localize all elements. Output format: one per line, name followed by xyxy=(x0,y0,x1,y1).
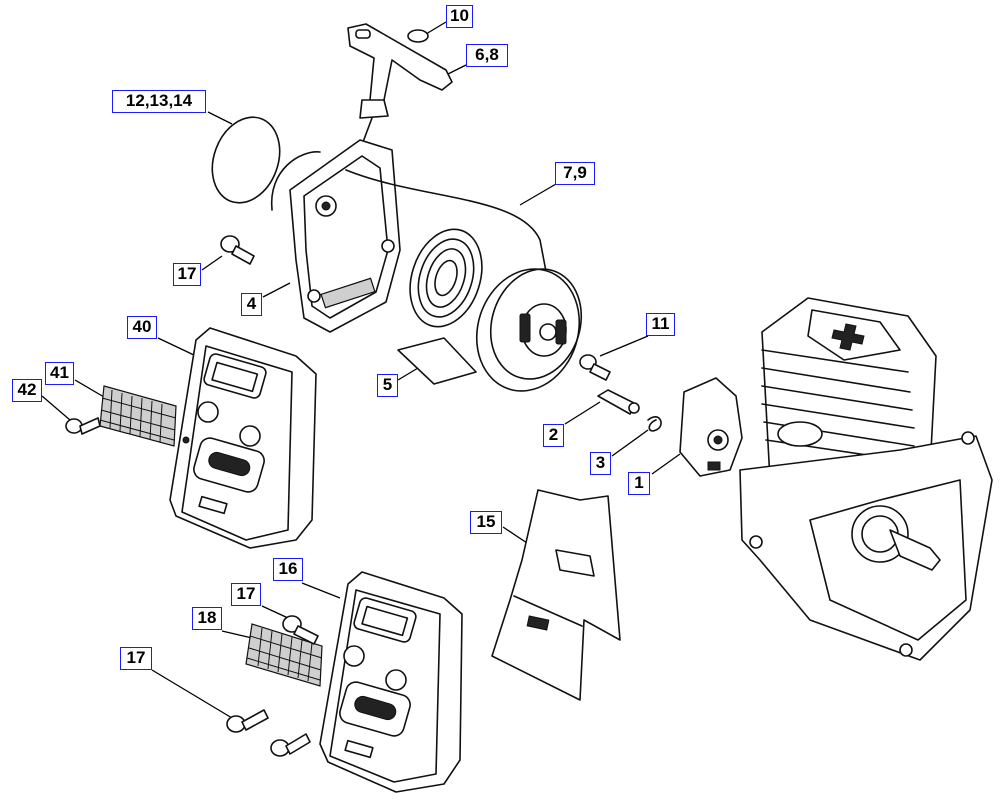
callout-3[interactable]: 3 xyxy=(590,452,611,475)
callout-17-mid[interactable]: 17 xyxy=(231,583,261,606)
callout-41[interactable]: 41 xyxy=(45,362,74,385)
callout-16[interactable]: 16 xyxy=(273,558,303,581)
spark-arrestor-screen-lower xyxy=(245,623,323,687)
pawl-2 xyxy=(597,389,640,415)
screw-42 xyxy=(65,417,101,435)
callout-42[interactable]: 42 xyxy=(12,379,42,402)
muffler-upper xyxy=(169,327,317,549)
spring-3 xyxy=(647,415,662,432)
callout-4[interactable]: 4 xyxy=(241,293,262,316)
callout-10[interactable]: 10 xyxy=(446,5,473,28)
screw-17-mid xyxy=(282,615,319,645)
callout-7-9[interactable]: 7,9 xyxy=(555,162,595,185)
callout-12-13-14[interactable]: 12,13,14 xyxy=(112,90,206,113)
screw-17-lower-b xyxy=(270,733,311,757)
callout-40[interactable]: 40 xyxy=(127,316,157,339)
callout-17-upper[interactable]: 17 xyxy=(173,263,201,286)
callout-2[interactable]: 2 xyxy=(543,424,564,447)
callout-5[interactable]: 5 xyxy=(377,374,398,397)
callout-17-lower[interactable]: 17 xyxy=(120,647,152,670)
spark-arrestor-screen-upper xyxy=(99,385,177,447)
callout-11[interactable]: 11 xyxy=(646,313,675,336)
screw-17-upper xyxy=(220,235,255,265)
callout-6-8[interactable]: 6,8 xyxy=(466,44,508,67)
screw-17-lower-a xyxy=(226,709,269,733)
starter-grip xyxy=(347,23,453,151)
ignition-module xyxy=(679,377,743,477)
o-ring xyxy=(211,116,281,204)
engine-block xyxy=(739,297,993,661)
callout-18[interactable]: 18 xyxy=(192,607,222,630)
leader-lines xyxy=(41,21,681,719)
heat-shield xyxy=(491,489,621,701)
callout-1[interactable]: 1 xyxy=(628,472,650,495)
fan-housing xyxy=(271,139,549,333)
callout-15[interactable]: 15 xyxy=(470,511,502,534)
screw-11 xyxy=(579,354,611,381)
rewind-spring xyxy=(397,228,483,385)
muffler-lower xyxy=(319,571,463,793)
rope-rotor xyxy=(475,268,583,392)
